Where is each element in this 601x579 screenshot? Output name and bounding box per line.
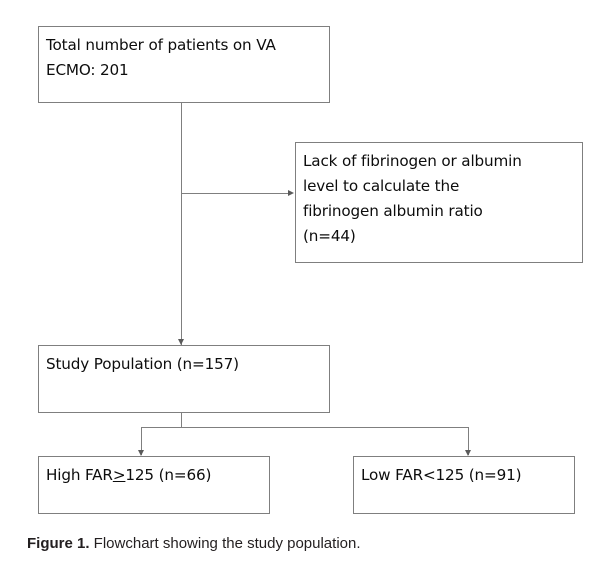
figure-caption: Figure 1. Flowchart showing the study po…: [27, 534, 587, 554]
flow-node-high-far: High FAR>125 (n=66): [38, 456, 270, 514]
flow-node-high-far-label-after: 125 (n=66): [125, 466, 212, 484]
flow-node-low-far: Low FAR<125 (n=91): [353, 456, 575, 514]
arrowhead-down-icon: [464, 450, 471, 456]
flow-node-high-far-label-before: High FAR: [46, 466, 113, 484]
arrowhead-down-icon: [137, 450, 144, 456]
flow-node-high-far-label: High FAR>125 (n=66): [46, 463, 262, 488]
connector-study-stem: [181, 413, 182, 427]
flow-node-study-population-label: Study Population (n=157): [46, 355, 239, 373]
connector-total-to-excluded: [181, 193, 292, 194]
connector-study-to-low-far: [468, 427, 469, 455]
arrowhead-down-icon: [177, 339, 184, 345]
figure-caption-text: Flowchart showing the study population.: [89, 535, 361, 552]
connector-study-to-high-far: [141, 427, 142, 455]
figure-caption-label: Figure 1.: [27, 535, 90, 552]
flow-node-total-patients: Total number of patients on VA ECMO: 201: [38, 26, 330, 103]
connector-total-to-study: [181, 103, 182, 345]
flow-node-excluded: Lack of fibrinogen or albumin level to c…: [295, 142, 583, 263]
arrowhead-right-icon: [288, 189, 294, 196]
flow-node-excluded-label: Lack of fibrinogen or albumin level to c…: [303, 152, 522, 245]
flow-node-total-patients-label: Total number of patients on VA ECMO: 201: [46, 36, 276, 79]
connector-split-bar: [141, 427, 469, 428]
greater-or-equal-symbol: >: [112, 466, 126, 484]
flow-node-study-population: Study Population (n=157): [38, 345, 330, 413]
flow-node-low-far-label: Low FAR<125 (n=91): [361, 466, 522, 484]
